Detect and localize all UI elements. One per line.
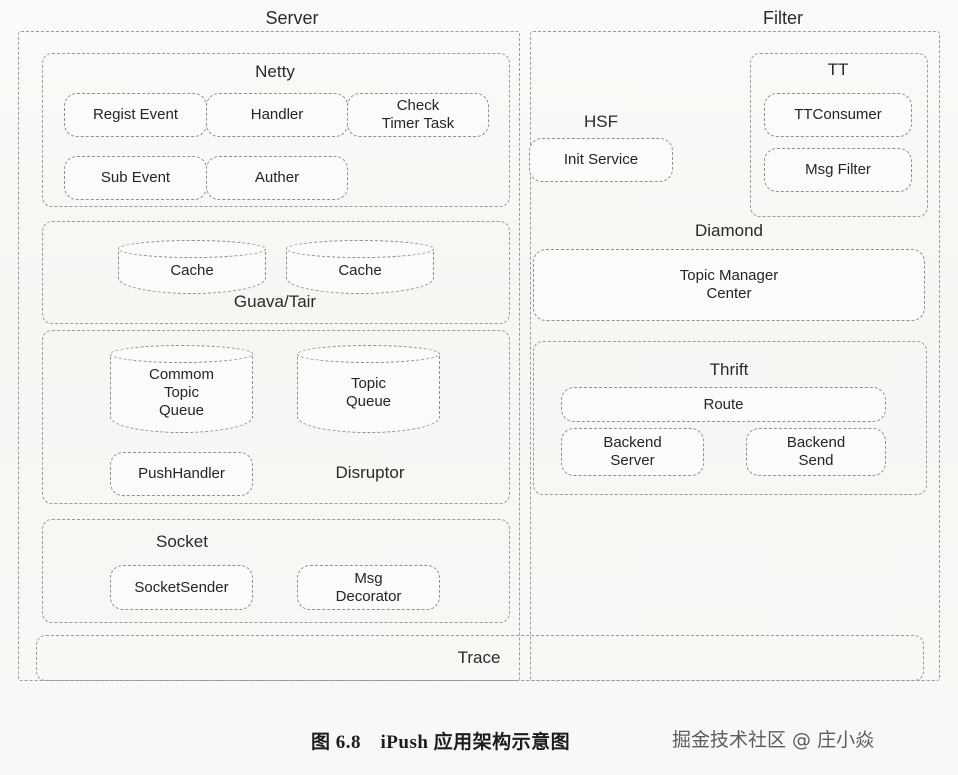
watermark-text: 掘金技术社区 @ 庄小焱 [672, 729, 875, 751]
node-commom-topic-queue[interactable]: Commom Topic Queue [110, 345, 253, 433]
node-topic-queue-label: Topic Queue [345, 375, 392, 410]
guava-tair-group-title: Guava/Tair [233, 292, 317, 311]
cylinder-top [297, 345, 440, 363]
node-cache-1[interactable]: Cache [118, 240, 266, 294]
node-socket-sender[interactable]: SocketSender [110, 565, 253, 610]
trace-label: Trace [457, 648, 501, 667]
server-group-title: Server [238, 8, 346, 29]
node-push-handler[interactable]: PushHandler [110, 452, 253, 496]
socket-group-title: Socket [156, 532, 208, 551]
tt-container [750, 53, 928, 217]
cylinder-top [118, 240, 266, 258]
filter-group-title: Filter [732, 8, 834, 29]
thrift-group-title: Thrift [709, 360, 749, 379]
socket-container [42, 519, 510, 623]
figure-caption: 图 6.8 iPush 应用架构示意图 [311, 732, 571, 753]
node-sub-event[interactable]: Sub Event [64, 156, 207, 200]
node-regist-event[interactable]: Regist Event [64, 93, 207, 137]
cylinder-body [110, 354, 253, 433]
disruptor-container [42, 330, 510, 504]
diamond-group-title: Diamond [694, 221, 764, 240]
node-tt-consumer[interactable]: TTConsumer [764, 93, 912, 137]
node-topic-queue[interactable]: Topic Queue [297, 345, 440, 433]
node-cache-1-label: Cache [170, 262, 214, 279]
trace-container [36, 635, 924, 681]
netty-container [42, 53, 510, 207]
cylinder-body [297, 354, 440, 433]
cylinder-top [110, 345, 253, 363]
node-cache-2-label: Cache [338, 262, 382, 279]
node-commom-topic-queue-label: Commom Topic Queue [148, 366, 214, 419]
thrift-container [533, 341, 927, 495]
node-cache-2[interactable]: Cache [286, 240, 434, 294]
node-route[interactable]: Route [561, 387, 886, 422]
node-backend-send[interactable]: Backend Send [746, 428, 886, 476]
node-msg-decorator[interactable]: Msg Decorator [297, 565, 440, 610]
node-handler[interactable]: Handler [206, 93, 348, 137]
netty-group-title: Netty [255, 62, 295, 81]
node-init-service[interactable]: Init Service [529, 138, 673, 182]
disruptor-group-title: Disruptor [335, 463, 405, 482]
node-msg-filter[interactable]: Msg Filter [764, 148, 912, 192]
node-check-timer-task[interactable]: Check Timer Task [347, 93, 489, 137]
node-backend-server[interactable]: Backend Server [561, 428, 704, 476]
hsf-group-title: HSF [584, 112, 618, 131]
node-auther[interactable]: Auther [206, 156, 348, 200]
tt-group-title: TT [827, 60, 849, 79]
guava-tair-container [42, 221, 510, 324]
node-topic-manager-center[interactable]: Topic Manager Center [533, 249, 925, 321]
cylinder-top [286, 240, 434, 258]
